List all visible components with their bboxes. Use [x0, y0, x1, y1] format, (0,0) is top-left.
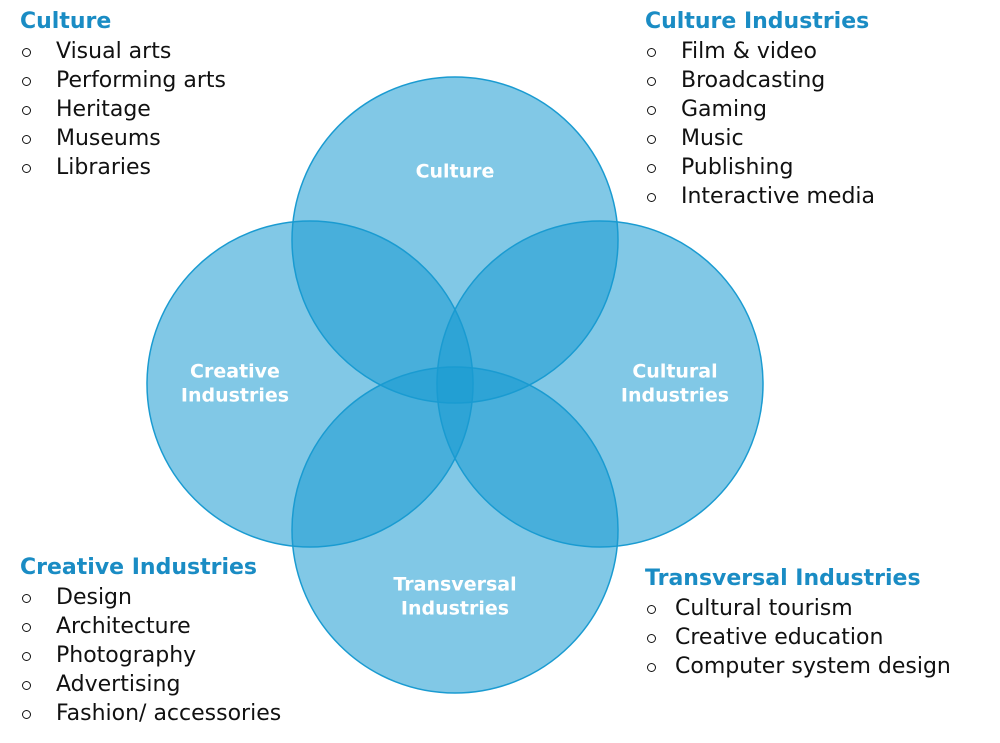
bullet-icon [647, 193, 656, 202]
culture-panel: Culture Visual arts Performing arts Heri… [20, 9, 226, 182]
list-item: Architecture [20, 612, 281, 641]
bullet-icon [22, 594, 31, 603]
list-item: Publishing [645, 153, 875, 182]
bullet-icon [647, 164, 656, 173]
transversal-industries-panel-title: Transversal Industries [645, 566, 921, 591]
creative-industries-list: Design Architecture Photography Advertis… [20, 583, 281, 728]
bullet-icon [22, 135, 31, 144]
list-item: Visual arts [20, 37, 226, 66]
culture-panel-title: Culture [20, 9, 112, 34]
bullet-icon [22, 48, 31, 57]
list-item: Design [20, 583, 281, 612]
list-item: Cultural tourism [645, 594, 951, 623]
list-item: Advertising [20, 670, 281, 699]
bullet-icon [22, 710, 31, 719]
list-item: Broadcasting [645, 66, 875, 95]
bullet-icon [647, 663, 656, 672]
list-item: Computer system design [645, 652, 951, 681]
list-item: Performing arts [20, 66, 226, 95]
bullet-icon [647, 48, 656, 57]
bullet-icon [22, 77, 31, 86]
list-item: Fashion/ accessories [20, 699, 281, 728]
bullet-icon [647, 106, 656, 115]
list-item: Libraries [20, 153, 226, 182]
list-item: Interactive media [645, 182, 875, 211]
list-item: Music [645, 124, 875, 153]
bullet-icon [22, 681, 31, 690]
bullet-icon [22, 623, 31, 632]
transversal-industries-panel: Transversal Industries Cultural tourism … [645, 566, 951, 681]
bullet-icon [647, 77, 656, 86]
creative-industries-panel: Creative Industries Design Architecture … [20, 555, 281, 728]
culture-list: Visual arts Performing arts Heritage Mus… [20, 37, 226, 182]
bullet-icon [22, 164, 31, 173]
list-item: Film & video [645, 37, 875, 66]
bullet-icon [647, 605, 656, 614]
transversal-circle [291, 366, 619, 694]
bullet-icon [647, 634, 656, 643]
creative-industries-panel-title: Creative Industries [20, 555, 258, 580]
list-item: Creative education [645, 623, 951, 652]
culture-industries-panel: Culture Industries Film & video Broadcas… [645, 9, 875, 211]
list-item: Photography [20, 641, 281, 670]
list-item: Heritage [20, 95, 226, 124]
transversal-industries-list: Cultural tourism Creative education Comp… [645, 594, 951, 681]
bullet-icon [22, 106, 31, 115]
culture-industries-list: Film & video Broadcasting Gaming Music P… [645, 37, 875, 211]
list-item: Museums [20, 124, 226, 153]
bullet-icon [647, 135, 656, 144]
culture-circle-label: Culture [416, 161, 495, 183]
list-item: Gaming [645, 95, 875, 124]
bullet-icon [22, 652, 31, 661]
culture-industries-panel-title: Culture Industries [645, 9, 870, 34]
